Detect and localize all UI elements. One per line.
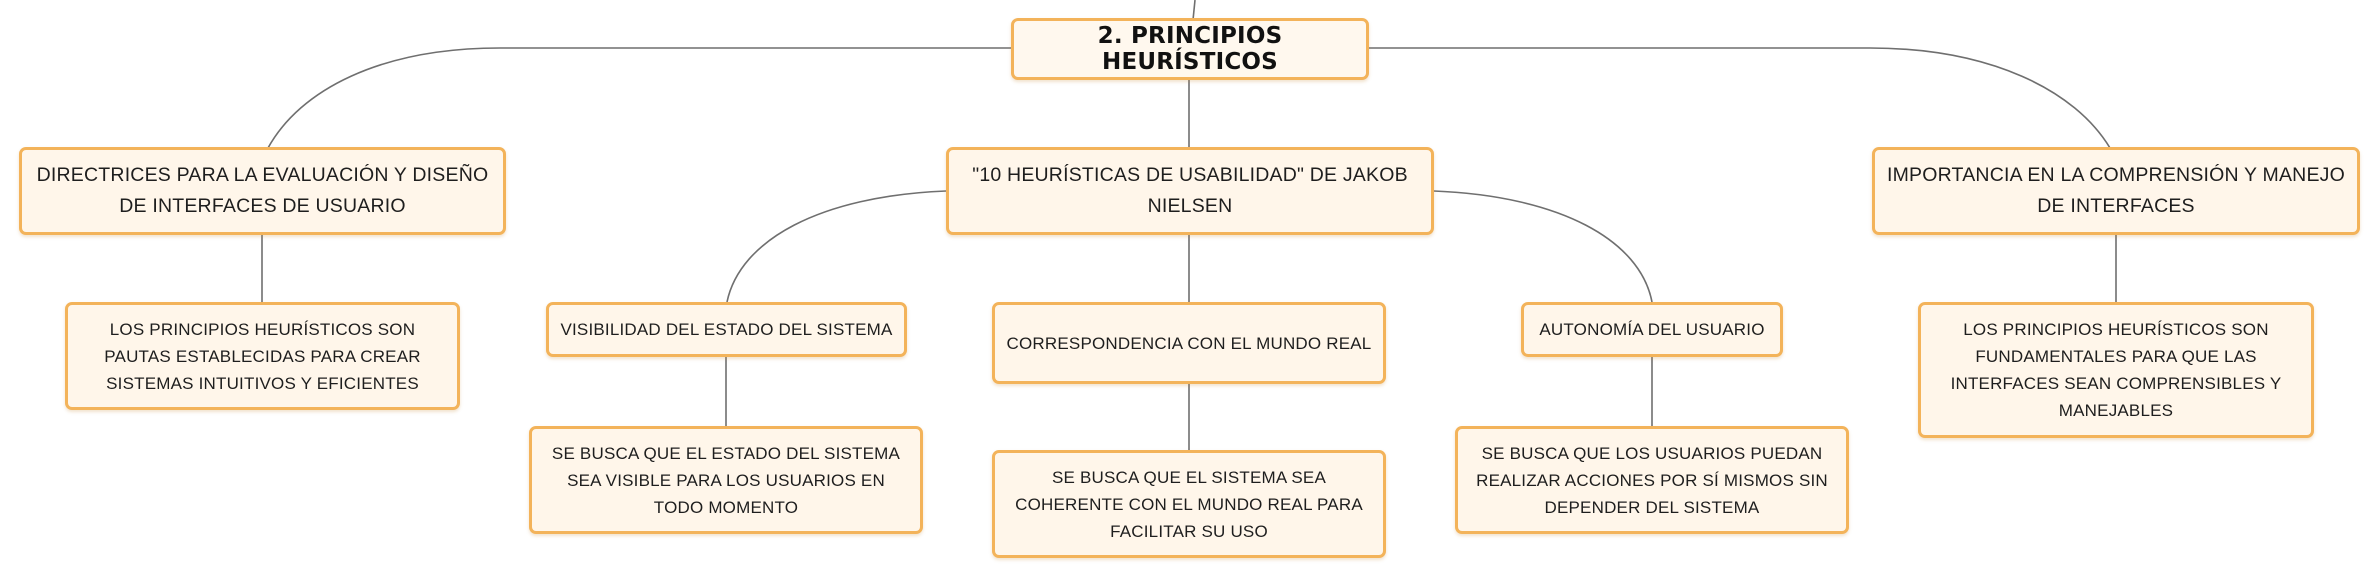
- connector-center-left: [726, 190, 947, 303]
- heuristic-node-correspondencia[interactable]: CORRESPONDENCIA CON EL MUNDO REAL: [992, 302, 1386, 384]
- connector-center-right: [1433, 190, 1653, 303]
- branch-node-importancia[interactable]: IMPORTANCIA EN LA COMPRENSIÓN Y MANEJO D…: [1872, 147, 2360, 235]
- detail-node-fundamentales-label: LOS PRINCIPIOS HEURÍSTICOS SON FUNDAMENT…: [1950, 320, 2282, 420]
- detail-node-visibilidad-label: SE BUSCA QUE EL ESTADO DEL SISTEMA SEA V…: [551, 443, 901, 517]
- connector-incoming: [1192, 0, 1196, 21]
- heuristic-node-correspondencia-label: CORRESPONDENCIA CON EL MUNDO REAL: [1006, 333, 1372, 353]
- heuristic-node-autonomia[interactable]: AUTONOMÍA DEL USUARIO: [1521, 302, 1783, 357]
- heuristic-node-visibilidad-label: VISIBILIDAD DEL ESTADO DEL SISTEMA: [560, 320, 893, 339]
- detail-node-correspondencia[interactable]: SE BUSCA QUE EL SISTEMA SEA COHERENTE CO…: [992, 450, 1386, 558]
- branch-node-nielsen-label: "10 HEURÍSTICAS DE USABILIDAD" DE JAKOB …: [972, 164, 1408, 217]
- connector-root-left: [267, 47, 1013, 149]
- branch-node-nielsen[interactable]: "10 HEURÍSTICAS DE USABILIDAD" DE JAKOB …: [946, 147, 1434, 235]
- detail-node-correspondencia-label: SE BUSCA QUE EL SISTEMA SEA COHERENTE CO…: [1015, 467, 1363, 541]
- root-node-label: 2. PRINCIPIOS HEURÍSTICOS: [1097, 23, 1283, 75]
- branch-node-importancia-label: IMPORTANCIA EN LA COMPRENSIÓN Y MANEJO D…: [1886, 164, 2345, 217]
- detail-node-fundamentales[interactable]: LOS PRINCIPIOS HEURÍSTICOS SON FUNDAMENT…: [1918, 302, 2314, 438]
- branch-node-directrices-label: DIRECTRICES PARA LA EVALUACIÓN Y DISEÑO …: [36, 164, 489, 217]
- connector-root-right: [1369, 47, 2111, 149]
- detail-node-autonomia-label: SE BUSCA QUE LOS USUARIOS PUEDAN REALIZA…: [1476, 443, 1828, 517]
- detail-node-visibilidad[interactable]: SE BUSCA QUE EL ESTADO DEL SISTEMA SEA V…: [529, 426, 923, 534]
- detail-node-autonomia[interactable]: SE BUSCA QUE LOS USUARIOS PUEDAN REALIZA…: [1455, 426, 1849, 534]
- branch-node-directrices[interactable]: DIRECTRICES PARA LA EVALUACIÓN Y DISEÑO …: [19, 147, 506, 235]
- heuristic-node-autonomia-label: AUTONOMÍA DEL USUARIO: [1539, 320, 1765, 339]
- heuristic-node-visibilidad[interactable]: VISIBILIDAD DEL ESTADO DEL SISTEMA: [546, 302, 907, 357]
- root-node[interactable]: 2. PRINCIPIOS HEURÍSTICOS: [1011, 18, 1369, 80]
- detail-node-pautas-label: LOS PRINCIPIOS HEURÍSTICOS SON PAUTAS ES…: [104, 319, 421, 393]
- detail-node-pautas[interactable]: LOS PRINCIPIOS HEURÍSTICOS SON PAUTAS ES…: [65, 302, 460, 410]
